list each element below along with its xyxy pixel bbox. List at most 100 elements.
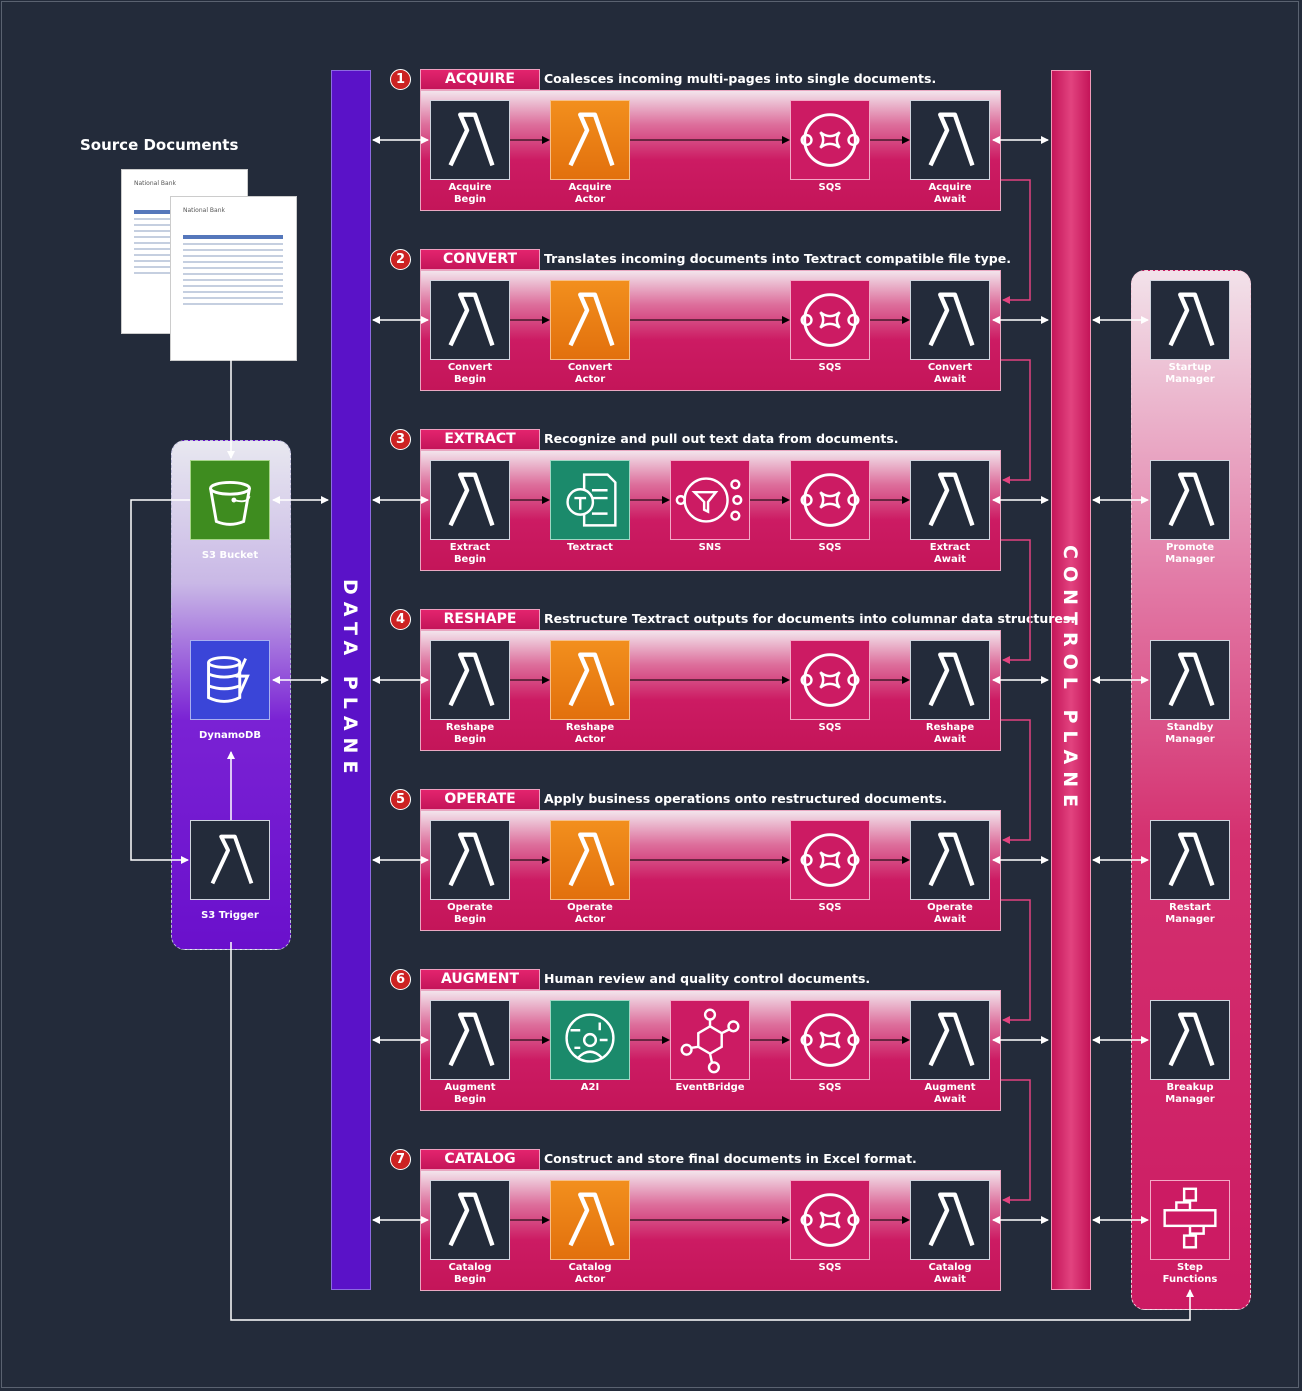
operate-begin-lambda-icon bbox=[430, 820, 510, 900]
doc-row bbox=[183, 285, 283, 287]
acquire-actor-lambda-icon bbox=[550, 100, 630, 180]
reshape-step-number: 4 bbox=[390, 609, 411, 630]
sqs-icon bbox=[800, 653, 860, 707]
manager-label: Restart Manager bbox=[1165, 902, 1215, 925]
doc-row bbox=[183, 279, 283, 281]
reshape-stage-box bbox=[420, 630, 1001, 751]
catalog-sqs-label: SQS bbox=[818, 1262, 842, 1273]
augment-await-lambda-icon bbox=[910, 1000, 990, 1080]
catalog-step-number: 7 bbox=[390, 1149, 411, 1170]
control-plane-bar: CONTROL PLANE bbox=[1051, 70, 1091, 1290]
sqs-icon bbox=[800, 1013, 860, 1067]
manager-lambda-icon bbox=[1150, 280, 1230, 360]
manager-label: Step Functions bbox=[1162, 1262, 1218, 1285]
reshape-begin-label: Reshape Begin bbox=[445, 722, 495, 745]
await-lambda-icon bbox=[928, 292, 975, 347]
convert-actor-lambda-icon bbox=[550, 280, 630, 360]
begin-lambda-icon bbox=[448, 1192, 495, 1247]
acquire-begin-lambda-icon bbox=[430, 100, 510, 180]
convert-begin-label: Convert Begin bbox=[447, 362, 493, 385]
augment-begin-label: Augment Begin bbox=[444, 1082, 496, 1105]
augment-begin-lambda-icon bbox=[430, 1000, 510, 1080]
actor-lambda-icon bbox=[568, 832, 615, 887]
acquire-stage-description: Coalesces incoming multi-pages into sing… bbox=[544, 71, 937, 86]
convert-stage-box bbox=[420, 270, 1001, 391]
doc-row bbox=[183, 291, 283, 293]
begin-lambda-icon bbox=[448, 112, 495, 167]
doc-table-header bbox=[183, 235, 283, 239]
data-plane-label: DATA PLANE bbox=[339, 579, 361, 781]
acquire-stage-box bbox=[420, 90, 1001, 211]
convert-sqs-label: SQS bbox=[818, 362, 842, 373]
operate-await-label: Operate Await bbox=[927, 902, 973, 925]
source-documents-title: Source Documents bbox=[80, 136, 239, 154]
managers-container bbox=[1131, 270, 1251, 1310]
reshape-sqs-label: SQS bbox=[818, 722, 842, 733]
extract-begin-label: Extract Begin bbox=[449, 542, 491, 565]
catalog-stage-tag: CATALOG bbox=[420, 1149, 540, 1170]
data-plane-bar: DATA PLANE bbox=[331, 70, 371, 1290]
operate-await-lambda-icon bbox=[910, 820, 990, 900]
extract-sqs-icon bbox=[790, 460, 870, 540]
acquire-await-lambda-icon bbox=[910, 100, 990, 180]
s3-trigger-lambda-icon bbox=[190, 820, 270, 900]
sqs-icon bbox=[800, 1193, 860, 1247]
s3-bucket-label: S3 Bucket bbox=[201, 550, 259, 561]
acquire-begin-label: Acquire Begin bbox=[448, 182, 492, 205]
s3-bucket-icon bbox=[190, 460, 270, 540]
catalog-sqs-icon bbox=[790, 1180, 870, 1260]
catalog-await-lambda-icon bbox=[910, 1180, 990, 1260]
augment-await-label: Augment Await bbox=[924, 1082, 976, 1105]
reshape-actor-lambda-icon bbox=[550, 640, 630, 720]
reshape-stage-description: Restructure Textract outputs for documen… bbox=[544, 611, 1076, 626]
augment-mid2-label: EventBridge bbox=[675, 1082, 745, 1093]
convert-step-number: 2 bbox=[390, 249, 411, 270]
sqs-icon bbox=[800, 833, 860, 887]
operate-actor-lambda-icon bbox=[550, 820, 630, 900]
textract-icon bbox=[566, 473, 617, 527]
doc-row bbox=[183, 297, 283, 299]
await-lambda-icon bbox=[928, 652, 975, 707]
reshape-mid1-label: Reshape Actor bbox=[565, 722, 615, 745]
begin-lambda-icon bbox=[448, 472, 495, 527]
dynamodb-icon bbox=[190, 640, 270, 720]
doc-bank-name: National Bank bbox=[134, 180, 176, 187]
extract-begin-lambda-icon bbox=[430, 460, 510, 540]
begin-lambda-icon bbox=[448, 832, 495, 887]
acquire-await-label: Acquire Await bbox=[928, 182, 972, 205]
extract-await-lambda-icon bbox=[910, 460, 990, 540]
extract-step-number: 3 bbox=[390, 429, 411, 450]
a2i-icon bbox=[565, 1013, 615, 1063]
doc-row bbox=[183, 267, 283, 269]
acquire-sqs-icon bbox=[790, 100, 870, 180]
reshape-begin-lambda-icon bbox=[430, 640, 510, 720]
operate-stage-tag: OPERATE bbox=[420, 789, 540, 810]
augment-stage-description: Human review and quality control documen… bbox=[544, 971, 871, 986]
doc-row bbox=[183, 249, 283, 251]
catalog-mid1-label: Catalog Actor bbox=[568, 1262, 612, 1285]
extract-mid2-label: SNS bbox=[698, 542, 722, 553]
catalog-stage-description: Construct and store final documents in E… bbox=[544, 1151, 917, 1166]
step-functions-icon bbox=[1150, 1180, 1230, 1260]
reshape-sqs-icon bbox=[790, 640, 870, 720]
convert-await-label: Convert Await bbox=[927, 362, 973, 385]
manager-lambda-icon bbox=[1150, 820, 1230, 900]
augment-mid1-label: A2I bbox=[580, 1082, 600, 1093]
dynamodb-label: DynamoDB bbox=[199, 730, 261, 741]
begin-lambda-icon bbox=[448, 292, 495, 347]
await-lambda-icon bbox=[928, 1192, 975, 1247]
manager-lambda-icon bbox=[1150, 640, 1230, 720]
augment-a2i-icon bbox=[550, 1000, 630, 1080]
operate-stage-description: Apply business operations onto restructu… bbox=[544, 791, 947, 806]
manager-label: Startup Manager bbox=[1165, 362, 1215, 385]
await-lambda-icon bbox=[928, 112, 975, 167]
catalog-actor-lambda-icon bbox=[550, 1180, 630, 1260]
operate-step-number: 5 bbox=[390, 789, 411, 810]
augment-eventbridge-icon bbox=[670, 1000, 750, 1080]
extract-sqs-label: SQS bbox=[818, 542, 842, 553]
control-plane-label: CONTROL PLANE bbox=[1059, 545, 1081, 815]
convert-begin-lambda-icon bbox=[430, 280, 510, 360]
doc-bank-name: National Bank bbox=[183, 207, 225, 214]
await-lambda-icon bbox=[928, 1012, 975, 1067]
